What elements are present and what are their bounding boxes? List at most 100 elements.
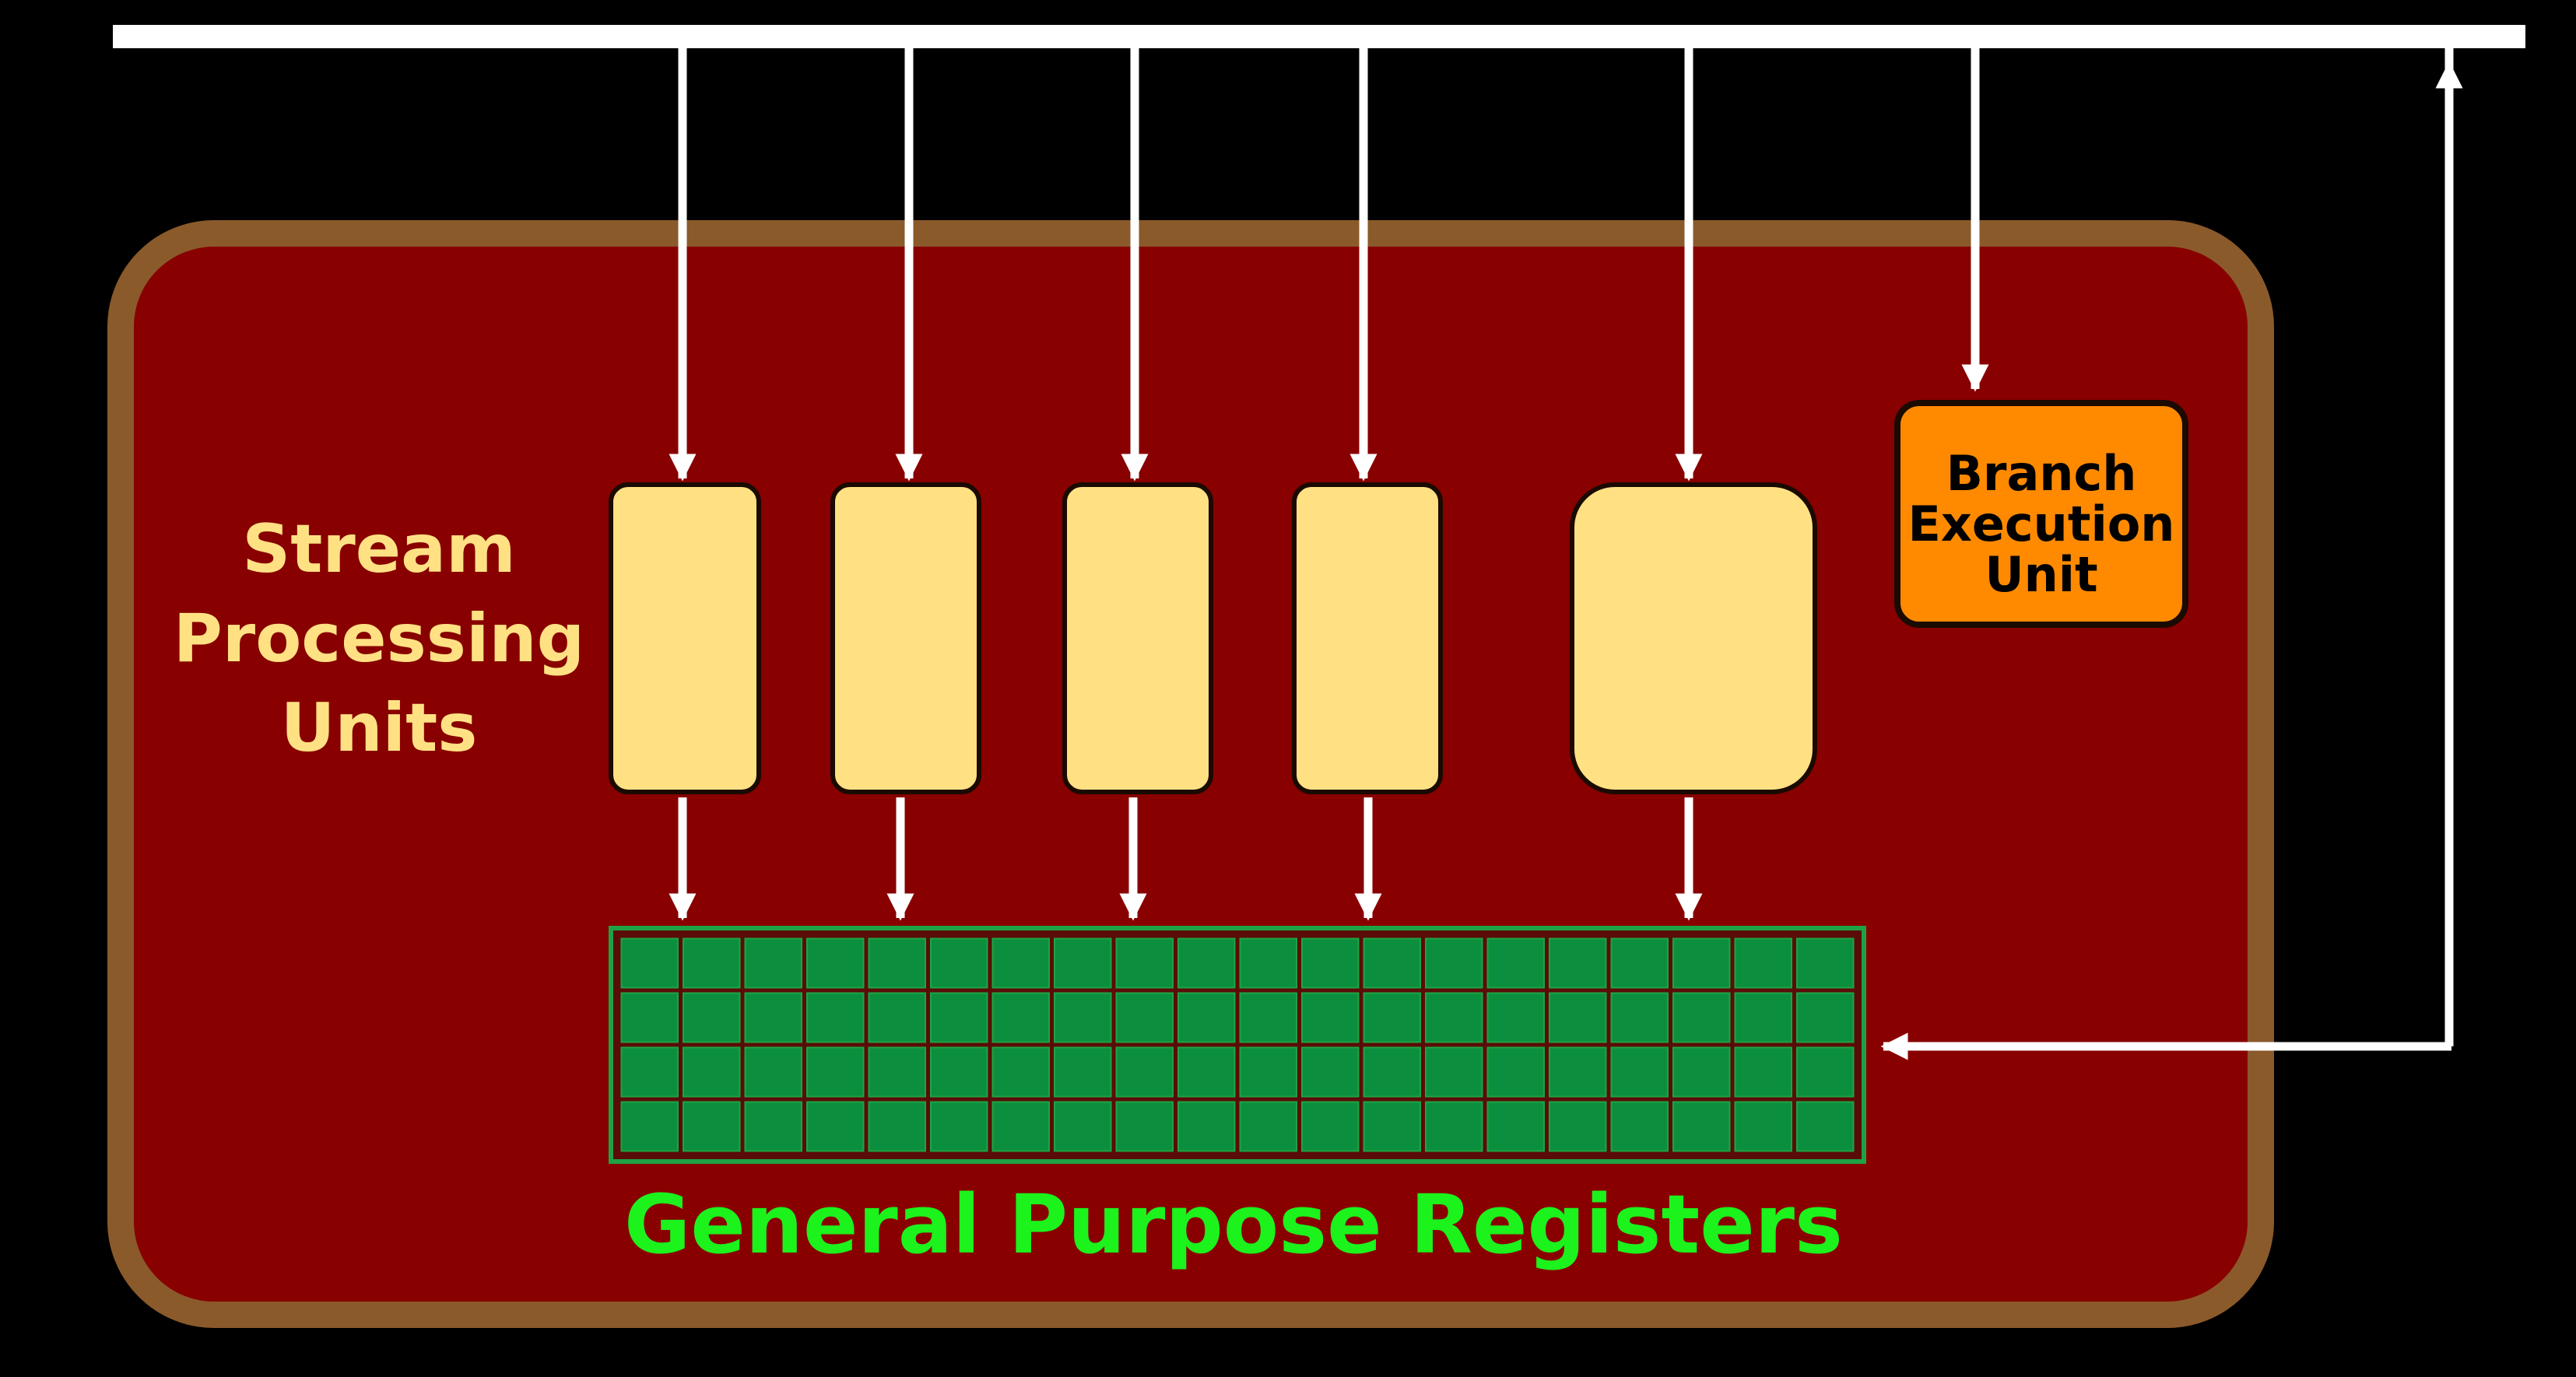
bus-to-unit-arrows (669, 48, 1989, 482)
branch-label-line3: Unit (1985, 546, 2097, 603)
register-cell (1301, 937, 1360, 989)
register-cell (991, 1046, 1050, 1098)
register-cell (868, 1101, 926, 1152)
register-cell (1796, 1101, 1855, 1152)
register-cell (1425, 1046, 1483, 1098)
register-cell (1610, 1046, 1669, 1098)
stream-processing-units (609, 482, 1817, 794)
register-cell (1239, 937, 1297, 989)
register-cell (1549, 937, 1607, 989)
register-cell (1734, 1101, 1792, 1152)
register-cell (744, 1101, 802, 1152)
stream-label-line2: Processing (174, 600, 584, 678)
register-cell (806, 937, 865, 989)
register-cell (1054, 1046, 1112, 1098)
register-cell (620, 1101, 679, 1152)
register-cell (991, 937, 1050, 989)
branch-label-line2: Execution (1908, 496, 2175, 552)
register-cell (1734, 1046, 1792, 1098)
register-cell (1363, 1046, 1421, 1098)
register-cell (683, 992, 741, 1043)
register-cell (1734, 992, 1792, 1043)
stream-unit-2 (830, 482, 981, 794)
register-cell (991, 992, 1050, 1043)
register-cell (1672, 1046, 1731, 1098)
register-cell (806, 992, 865, 1043)
register-cell (1486, 937, 1545, 989)
register-cell (744, 1046, 802, 1098)
stream-unit-1 (609, 482, 761, 794)
register-cell (620, 937, 679, 989)
branch-label-line1: Branch (1946, 445, 2137, 502)
register-cell (868, 937, 926, 989)
register-cell (683, 1101, 741, 1152)
register-cell (1796, 1046, 1855, 1098)
register-cell (930, 992, 988, 1043)
register-cell (1301, 1101, 1360, 1152)
register-cell (1610, 937, 1669, 989)
register-cell (1054, 937, 1112, 989)
stream-unit-3 (1062, 482, 1213, 794)
register-cell (930, 1046, 988, 1098)
register-cell (930, 937, 988, 989)
register-cell (1486, 1101, 1545, 1152)
register-cell (1549, 1101, 1607, 1152)
register-cell (1425, 937, 1483, 989)
register-cell (1796, 937, 1855, 989)
register-cell (744, 992, 802, 1043)
register-cell (1301, 992, 1360, 1043)
register-cell (1115, 1101, 1174, 1152)
register-cell (930, 1101, 988, 1152)
general-purpose-register-file (609, 926, 1866, 1164)
register-cell (1363, 937, 1421, 989)
register-cell (1177, 937, 1236, 989)
register-cell (1177, 1046, 1236, 1098)
register-cell (1115, 992, 1174, 1043)
general-purpose-registers-label: General Purpose Registers (624, 1177, 1843, 1272)
register-cell (1549, 992, 1607, 1043)
register-cell (744, 937, 802, 989)
register-cell (1239, 992, 1297, 1043)
register-cell (1672, 992, 1731, 1043)
register-cell (683, 937, 741, 989)
register-cell (1054, 1101, 1112, 1152)
register-cell (683, 1046, 741, 1098)
register-cell (1425, 992, 1483, 1043)
register-cell (1115, 937, 1174, 989)
stream-unit-5-transcendental (1570, 482, 1817, 794)
branch-execution-unit (1894, 400, 2188, 628)
register-cell (620, 992, 679, 1043)
register-cells (620, 937, 1855, 1152)
register-cell (1177, 1101, 1236, 1152)
register-cell (806, 1046, 865, 1098)
register-cell (1672, 1101, 1731, 1152)
register-cell (1115, 1046, 1174, 1098)
register-cell (1486, 1046, 1545, 1098)
stream-label-line3: Units (281, 689, 478, 767)
register-cell (1610, 992, 1669, 1043)
stream-label-line1: Stream (242, 510, 515, 588)
register-cell (620, 1046, 679, 1098)
register-cell (1672, 937, 1731, 989)
register-cell (1363, 1101, 1421, 1152)
register-cell (1734, 937, 1792, 989)
register-cell (1425, 1101, 1483, 1152)
register-cell (991, 1101, 1050, 1152)
register-cell (1796, 992, 1855, 1043)
register-cell (1239, 1046, 1297, 1098)
register-cell (1239, 1101, 1297, 1152)
register-cell (1486, 992, 1545, 1043)
register-cell (868, 992, 926, 1043)
register-cell (1363, 992, 1421, 1043)
instruction-bus (113, 25, 2525, 48)
register-cell (1177, 992, 1236, 1043)
unit-to-register-arrows (669, 797, 1703, 921)
register-cell (868, 1046, 926, 1098)
register-cell (1549, 1046, 1607, 1098)
stream-unit-4 (1292, 482, 1443, 794)
register-cell (1054, 992, 1112, 1043)
register-cell (1610, 1101, 1669, 1152)
register-cell (806, 1101, 865, 1152)
register-cell (1301, 1046, 1360, 1098)
